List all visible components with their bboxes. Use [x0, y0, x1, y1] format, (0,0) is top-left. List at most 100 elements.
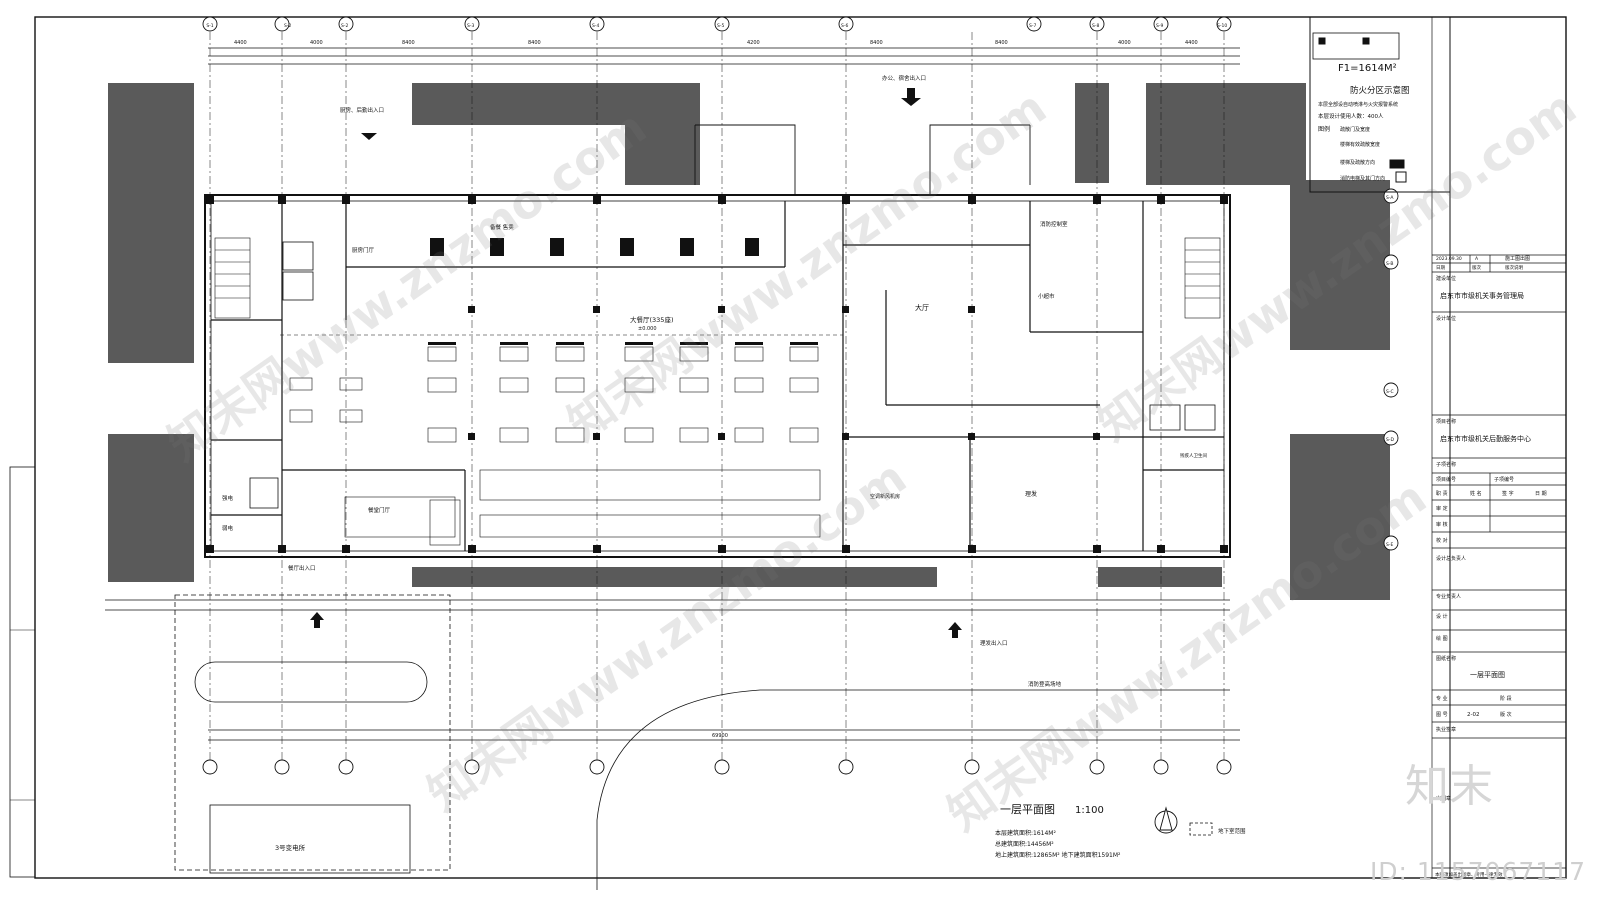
fire-zone-note2: 本层设计使用人数：400人 [1318, 112, 1384, 120]
axis-se: S-E [1386, 542, 1393, 548]
axis-s10: S-10 [1217, 23, 1227, 29]
interior-walls [211, 201, 1224, 551]
entry-office: 办公、宿舍出入口 [882, 74, 926, 82]
room-main-hall-elev: ±0.000 [638, 326, 657, 332]
dimension-lines-top [208, 47, 1240, 65]
entry-kitchen: 厨房、后勤出入口 [340, 106, 384, 114]
image-id-label: ID: 1157067117 [1369, 857, 1586, 886]
room-lobby: 大厅 [915, 303, 929, 312]
tb-stage-value: 阶 段 [1500, 695, 1512, 702]
columns [206, 196, 1228, 553]
brand-logo: 知末 [1405, 761, 1493, 812]
dim-top-8: 4000 [1118, 40, 1131, 46]
tb-release-label: 出图章 [1436, 795, 1451, 802]
axis-s8: S-8 [1092, 23, 1099, 29]
tb-client-label: 建设单位 [1436, 275, 1456, 282]
axis-lines [209, 32, 1225, 760]
left-strip [9, 466, 36, 878]
fire-zone-title: 防火分区示意图 [1350, 85, 1410, 96]
dim-top-1: 4400 [234, 40, 247, 46]
entry-meal: 餐厅出入口 [288, 564, 316, 572]
dim-top-6: 8400 [870, 40, 883, 46]
axis-s1: S-1 [206, 23, 213, 29]
tb-footer-note: 本图须加盖出图章、专用一律无效 [1435, 871, 1503, 878]
basement-legend: 地下室范围 [1218, 827, 1246, 835]
drawing-scale: 1:100 [1075, 805, 1104, 816]
drawing-title: 一层平面图 [1000, 803, 1055, 816]
room-meal-lobby: 餐堂门厅 [368, 506, 391, 514]
axis-sc: S-C [1386, 389, 1394, 395]
dimension-lines-bottom [208, 729, 1240, 741]
fire-legend-4: 消防电梯及其门方向 [1340, 175, 1385, 182]
tb-number-label: 图 号 [1436, 712, 1448, 718]
table-seats [428, 342, 818, 345]
tb-role-6: 审 定 [1436, 505, 1448, 512]
dim-top-2: 4000 [310, 40, 323, 46]
room-weak: 弱电 [222, 524, 234, 532]
stairs [214, 237, 1221, 546]
axis-s3: S-3 [467, 23, 474, 29]
axis-s6: S-6 [841, 23, 848, 29]
room-air: 空调新风机房 [870, 493, 900, 500]
dining-tables [289, 346, 821, 538]
tb-role-10: 专业负责人 [1436, 593, 1461, 600]
tb-desc-label: 版次说明 [1505, 264, 1523, 271]
building-outline [204, 194, 1231, 558]
fire-zone-area: F1=1614M² [1338, 63, 1397, 74]
fire-legend-2: 楼梯有效疏散宽度 [1340, 141, 1380, 148]
fire-zone-box [1309, 16, 1451, 193]
tb-role-11: 设 计 [1436, 613, 1448, 620]
tb-role-9: 设计总负责人 [1436, 555, 1466, 562]
room-strong: 强电 [222, 494, 234, 502]
kitchen-windows [430, 238, 759, 256]
room-accessible-wc: 残疾人卫生间 [1180, 452, 1207, 459]
axis-s2b: S-2 [341, 23, 348, 29]
room-kitchen-top: 备餐 售卖 [490, 223, 514, 231]
tb-date: 2023.09.30 [1436, 256, 1462, 262]
axis-bubbles [202, 16, 1399, 775]
area-note-1: 本层建筑面积:1614M² [995, 829, 1056, 837]
dim-top-5: 4200 [747, 40, 760, 46]
room-store: 小超市 [1038, 292, 1055, 300]
tb-project-label: 项目名称 [1436, 418, 1456, 425]
tb-rev-desc: 施工图出图 [1505, 255, 1530, 262]
tb-role-8: 校 对 [1436, 537, 1448, 544]
tb-project: 启东市市级机关后勤服务中心 [1440, 434, 1531, 443]
dim-top-9: 4400 [1185, 40, 1198, 46]
tb-role-1: 子项编号 [1494, 476, 1514, 483]
tb-role-7: 审 核 [1436, 521, 1448, 528]
room-substation: 3号变电所 [275, 843, 306, 852]
fire-zone-note1: 本层全部设自动喷淋与火灾报警系统 [1318, 101, 1398, 108]
axis-s4: S-4 [592, 23, 599, 29]
tb-number: 2-02 [1467, 712, 1479, 718]
fire-zone-legend-title: 图例 [1318, 125, 1330, 133]
tb-role-4: 签 字 [1502, 490, 1514, 497]
tb-designer-label: 设计单位 [1436, 315, 1456, 322]
tb-role-3: 姓 名 [1470, 490, 1482, 497]
entry-canopy [694, 124, 1031, 195]
axis-s5: S-5 [717, 23, 724, 29]
tb-role-0: 项目编号 [1436, 476, 1456, 483]
room-main-hall: 大餐厅(335座) [630, 315, 673, 324]
room-office: 理发 [1025, 490, 1037, 498]
axis-s2a: S-2 [284, 23, 291, 29]
tb-stamp-label: 执业签章 [1436, 726, 1456, 733]
tb-rev: A [1475, 256, 1479, 262]
tb-role-2: 职 责 [1436, 490, 1448, 497]
room-fire-road: 消防登高场地 [1028, 680, 1062, 688]
tb-rev-label: 版次 [1472, 264, 1481, 271]
axis-sa: S-A [1386, 195, 1394, 201]
basement-legend-icon [1189, 822, 1213, 836]
tb-date-label: 日期 [1436, 265, 1445, 271]
elevators [249, 241, 1216, 509]
entry-arrows [310, 88, 962, 638]
dim-top-3: 8400 [402, 40, 415, 46]
tb-drawing-name: 一层平面图 [1470, 671, 1505, 679]
area-note-3: 地上建筑面积:12865M² 地下建筑面积1591M² [995, 851, 1121, 859]
axis-sb: S-B [1386, 261, 1393, 267]
tb-version-label: 版 次 [1500, 711, 1512, 718]
tb-role-5: 日 期 [1535, 491, 1547, 497]
dim-total: 69900 [712, 733, 728, 739]
fire-legend-3: 楼梯及疏散方向 [1340, 159, 1375, 166]
